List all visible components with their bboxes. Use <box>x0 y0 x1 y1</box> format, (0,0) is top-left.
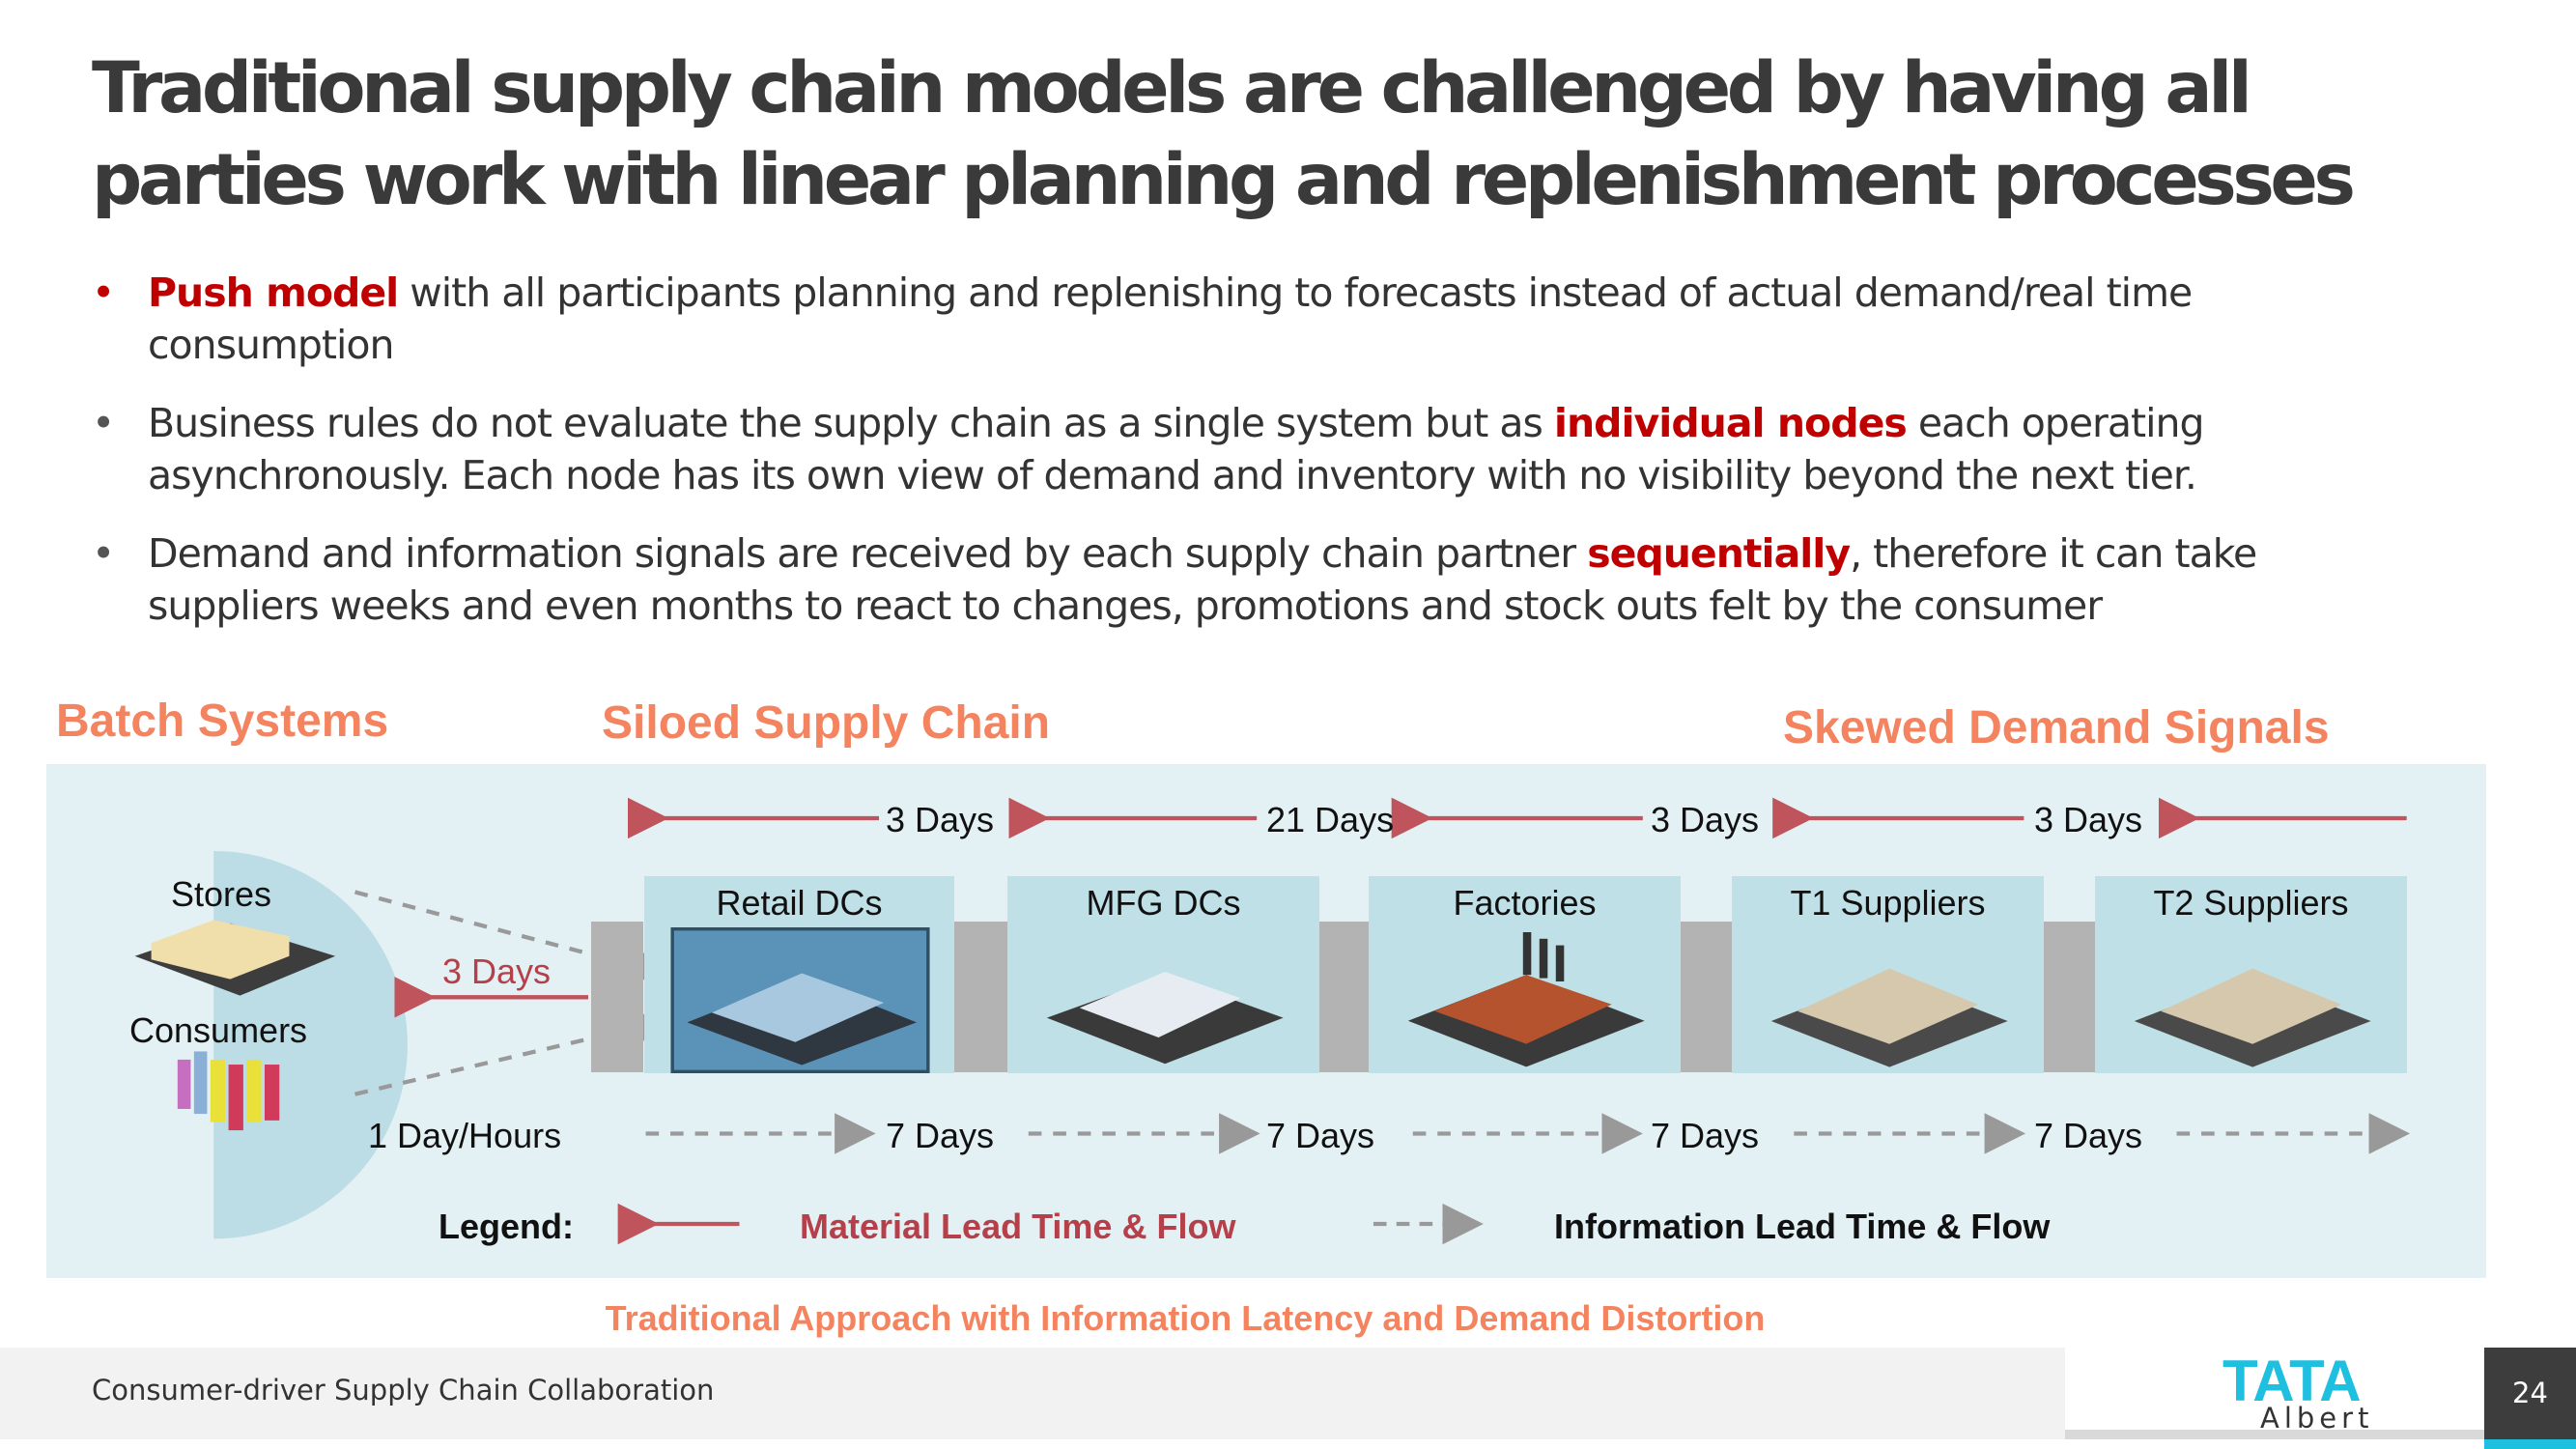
node-t2-suppliers: T2 Suppliers <box>2095 876 2407 1073</box>
bullet-text: with all participants planning and reple… <box>148 270 2193 368</box>
legend-information: Information Lead Time & Flow <box>1554 1207 2051 1246</box>
bullet-highlight: individual nodes <box>1553 400 1908 446</box>
consumer-material-time: 3 Days <box>442 952 552 991</box>
consumers-icon <box>177 1051 280 1131</box>
info-arrow-consumers <box>354 1009 669 1096</box>
logo-tata: TATA <box>2222 1349 2362 1413</box>
bullet-text: each operating asynchronously. Each node… <box>148 400 2205 498</box>
distribution-center-icon <box>1046 972 1284 1065</box>
material-time: 3 Days <box>1651 800 1760 839</box>
bullet-icon: • <box>92 400 115 446</box>
bullet-item: • Demand and information signals are rece… <box>92 527 2424 632</box>
info-time: 7 Days <box>2034 1116 2143 1155</box>
connector <box>591 922 643 1072</box>
node-mfg-dcs: MFG DCs <box>1007 876 1319 1073</box>
node-factories: Factories <box>1369 876 1681 1073</box>
bullet-list: • Push model with all participants planni… <box>92 267 2424 658</box>
info-time: 7 Days <box>886 1116 995 1155</box>
node-label: Retail DCs <box>716 883 883 923</box>
bullet-highlight: Push model <box>148 270 399 316</box>
warehouse-icon <box>670 927 930 1073</box>
diagram-caption: Traditional Approach with Information La… <box>605 1298 1766 1338</box>
node-label: MFG DCs <box>1086 883 1241 923</box>
supplier-building-icon <box>1770 968 2008 1067</box>
page-number: 24 <box>2484 1348 2576 1449</box>
legend-material: Material Lead Time & Flow <box>800 1207 1236 1246</box>
material-time: 3 Days <box>2034 800 2143 839</box>
node-label: T2 Suppliers <box>2153 883 2349 923</box>
footer-text: Consumer-driver Supply Chain Collaborati… <box>92 1374 715 1406</box>
connector <box>954 922 1007 1072</box>
info-time: 7 Days <box>1651 1116 1760 1155</box>
consumer-info-time: 1 Day/Hours <box>368 1116 562 1155</box>
bullet-highlight: sequentially <box>1587 530 1851 577</box>
connector <box>1319 922 1369 1072</box>
bullet-icon: • <box>92 270 115 316</box>
material-time: 3 Days <box>886 800 995 839</box>
info-time: 7 Days <box>1266 1116 1375 1155</box>
footer-bar <box>0 1348 2065 1439</box>
node-label: T1 Suppliers <box>1790 883 1986 923</box>
heading-skewed-demand: Skewed Demand Signals <box>1783 702 2330 753</box>
material-time: 21 Days <box>1266 800 1395 839</box>
bullet-text: Demand and information signals are recei… <box>148 530 1588 577</box>
factory-icon <box>1407 932 1645 1067</box>
slide-title: Traditional supply chain models are chal… <box>92 47 2356 221</box>
bullet-item: • Push model with all participants planni… <box>92 267 2424 371</box>
consumers-label: Consumers <box>129 1010 308 1050</box>
node-retail-dcs: Retail DCs <box>644 876 954 1073</box>
connector <box>2044 922 2095 1072</box>
node-label: Factories <box>1453 883 1597 923</box>
legend-label: Legend: <box>439 1207 574 1246</box>
supplier-building-icon <box>2134 968 2371 1067</box>
connector <box>1681 922 1732 1072</box>
heading-siloed-supply-chain: Siloed Supply Chain <box>602 697 1051 749</box>
node-t1-suppliers: T1 Suppliers <box>1732 876 2044 1073</box>
bullet-item: • Business rules do not evaluate the supp… <box>92 397 2424 501</box>
info-arrow-stores <box>354 890 669 984</box>
stores-icon <box>134 920 336 996</box>
heading-batch-systems: Batch Systems <box>56 696 389 747</box>
bullet-text: , therefore it can take suppliers weeks … <box>148 530 2257 629</box>
logo-albert: Albert <box>2260 1402 2374 1435</box>
bullet-icon: • <box>92 530 115 577</box>
stores-label: Stores <box>171 874 272 914</box>
tata-albert-logo: TATA Albert <box>2065 1348 2484 1439</box>
bullet-text: Business rules do not evaluate the suppl… <box>148 400 1554 446</box>
